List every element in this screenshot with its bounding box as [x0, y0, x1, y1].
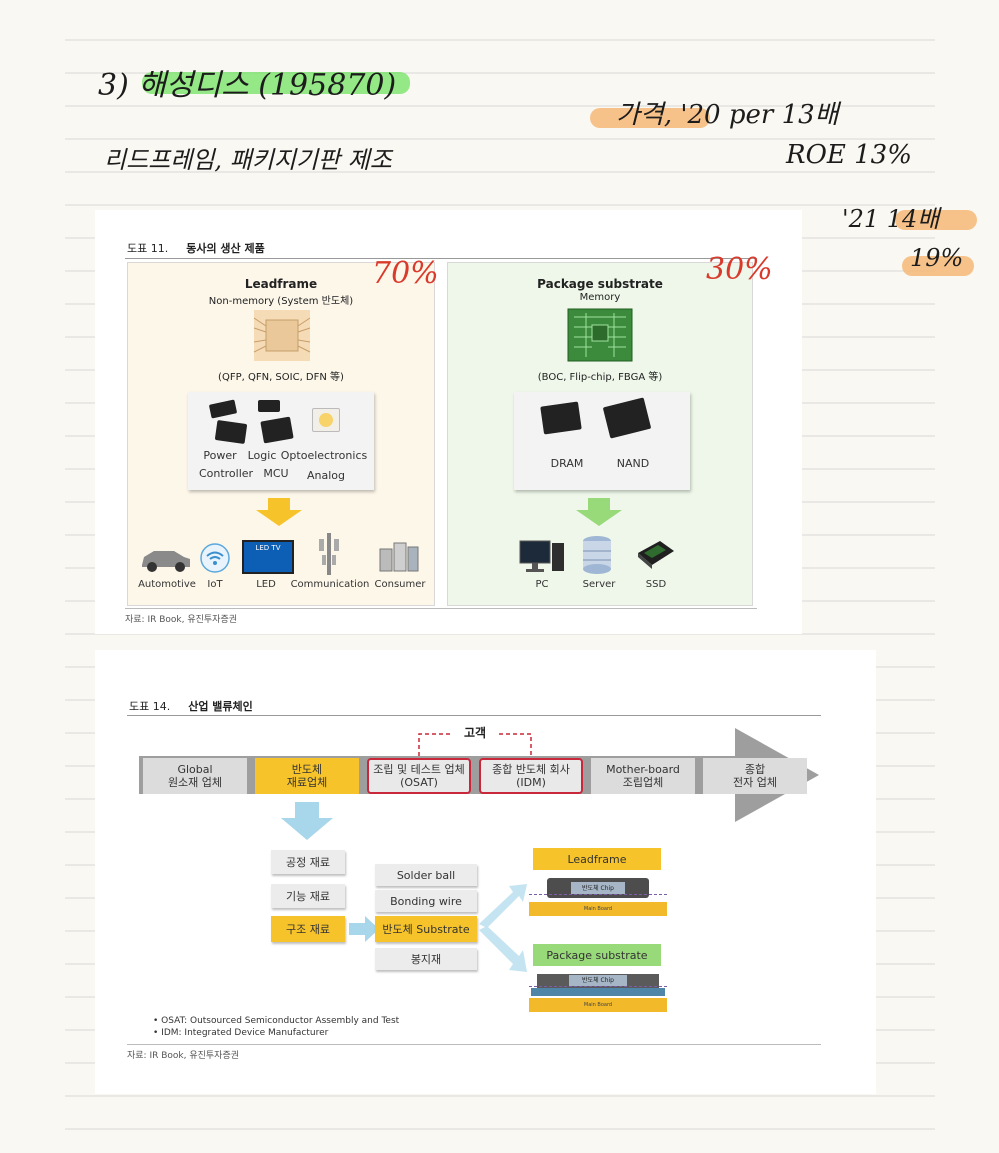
split-arrows-icon: [479, 884, 527, 972]
right-arrow-blue-icon: [349, 916, 379, 942]
dram-chip-icon: [540, 401, 582, 435]
customer-label: 고객: [463, 726, 487, 740]
leadframe-panel: Leadframe Non-memory (System 반도체) (QFP, …: [127, 262, 435, 606]
product-power: Power: [203, 448, 237, 462]
package-substrate-label: Package substrate: [533, 944, 661, 966]
ssd-icon: [638, 541, 674, 569]
component-solder-ball: Solder ball: [375, 864, 477, 886]
iot-wifi-icon: [200, 543, 230, 573]
app-automotive: Automotive: [138, 578, 196, 590]
controller-chip-icon: [214, 420, 248, 444]
component-encapsulant: 봉지재: [375, 948, 477, 970]
material-functional: 기능 재료: [271, 884, 345, 908]
app-communication: Communication: [290, 578, 370, 590]
product-optoelectronics: Optoelectronics: [280, 448, 368, 462]
leadframe-label: Leadframe: [533, 848, 661, 870]
mcu-chip-icon: [260, 416, 294, 444]
substrate-types: (BOC, Flip-chip, FBGA 等): [537, 372, 663, 383]
footnote-idm: • IDM: Integrated Device Manufacturer: [153, 1028, 329, 1038]
app-ssd: SSD: [645, 578, 667, 590]
note-valuation-2: ROE 13%: [786, 140, 912, 170]
app-led: LED: [256, 578, 276, 590]
lf-board-label: Main Board: [583, 906, 613, 912]
customer-bracket: [418, 733, 532, 756]
leadframe-products-box: Power Logic Optoelectronics Controller M…: [188, 392, 374, 490]
leadframe-chip-icon: [253, 310, 311, 361]
per21-highlight: [895, 210, 977, 230]
title-highlight: [142, 72, 410, 94]
material-structural: 구조 재료: [271, 916, 345, 942]
product-dram: DRAM: [550, 456, 584, 470]
substrate-products-box: DRAM NAND: [514, 392, 690, 490]
product-mcu: MCU: [263, 466, 289, 480]
package-substrate-panel: Package substrate Memory (BOC, Flip-chip…: [447, 262, 753, 606]
product-analog: Analog: [306, 468, 345, 482]
led-tv-icon: LED TV: [242, 540, 294, 574]
chain-idm: 종합 반도체 회사(IDM): [479, 758, 583, 794]
substrate-board-icon: [567, 308, 633, 362]
pc-icon: [519, 540, 564, 572]
figure-11-caption: 도표 11.동사의 생산 제품: [127, 242, 265, 255]
down-arrow-blue-icon: [281, 802, 333, 840]
lf-chip-label: 반도체 Chip: [571, 882, 625, 894]
antenna-tower-icon: [319, 533, 339, 575]
note-valuation-3: '21 14배: [842, 205, 940, 233]
note-valuation-1: 가격, '20 per 13배: [616, 100, 839, 130]
ps-board-label: Main Board: [583, 1002, 613, 1008]
product-controller: Controller: [198, 466, 254, 480]
footnote-osat: • OSAT: Outsourced Semiconductor Assembl…: [153, 1016, 400, 1026]
power-chip-icon: [208, 399, 238, 419]
note-substrate-share: 30%: [706, 252, 773, 287]
product-nand: NAND: [616, 456, 650, 470]
price-highlight: [590, 108, 710, 128]
figure-14-source: 자료: IR Book, 유진투자증권: [127, 1051, 240, 1061]
note-leadframe-share: 70%: [372, 256, 439, 291]
app-iot: IoT: [207, 578, 223, 590]
figure-14-caption: 도표 14.산업 밸류체인: [129, 700, 253, 713]
leadframe-types: (QFP, QFN, SOIC, DFN 等): [218, 372, 344, 383]
note-title: 3) 해성디스 (195870): [98, 68, 397, 103]
car-icon: [142, 551, 190, 572]
figure-11-card: 도표 11.동사의 생산 제품 Leadframe Non-memory (Sy…: [95, 210, 802, 634]
substrate-title: Package substrate: [537, 277, 663, 291]
app-consumer: Consumer: [374, 578, 426, 590]
note-valuation-4: 19%: [910, 244, 964, 272]
appliances-icon: [379, 542, 419, 572]
server-icon: [583, 536, 611, 574]
product-logic: Logic: [247, 448, 277, 462]
component-substrate: 반도체 Substrate: [375, 916, 477, 942]
leadframe-subtitle: Non-memory (System 반도체): [208, 296, 354, 307]
down-arrow-yellow-icon: [256, 498, 302, 526]
chain-osat: 조립 및 테스트 업체(OSAT): [367, 758, 471, 794]
substrate-subtitle: Memory: [579, 292, 621, 303]
nand-chip-icon: [602, 397, 652, 439]
substrate-cross-section: 반도체 Chip Main Board: [525, 968, 671, 1014]
note-subtitle: 리드프레임, 패키지기판 제조: [104, 146, 392, 174]
figure-11-source: 자료: IR Book, 유진투자증권: [125, 615, 238, 625]
app-server: Server: [582, 578, 616, 590]
leadframe-cross-section: 반도체 Chip Main Board: [525, 872, 671, 918]
down-arrow-green-icon: [576, 498, 622, 526]
leadframe-title: Leadframe: [244, 277, 318, 291]
opto-led-icon: [312, 408, 340, 432]
app-pc: PC: [535, 578, 549, 590]
roe21-highlight: [902, 256, 974, 276]
ps-chip-label: 반도체 Chip: [569, 975, 627, 986]
material-process: 공정 재료: [271, 850, 345, 874]
component-bonding-wire: Bonding wire: [375, 890, 477, 912]
logic-chip-icon: [258, 400, 280, 412]
